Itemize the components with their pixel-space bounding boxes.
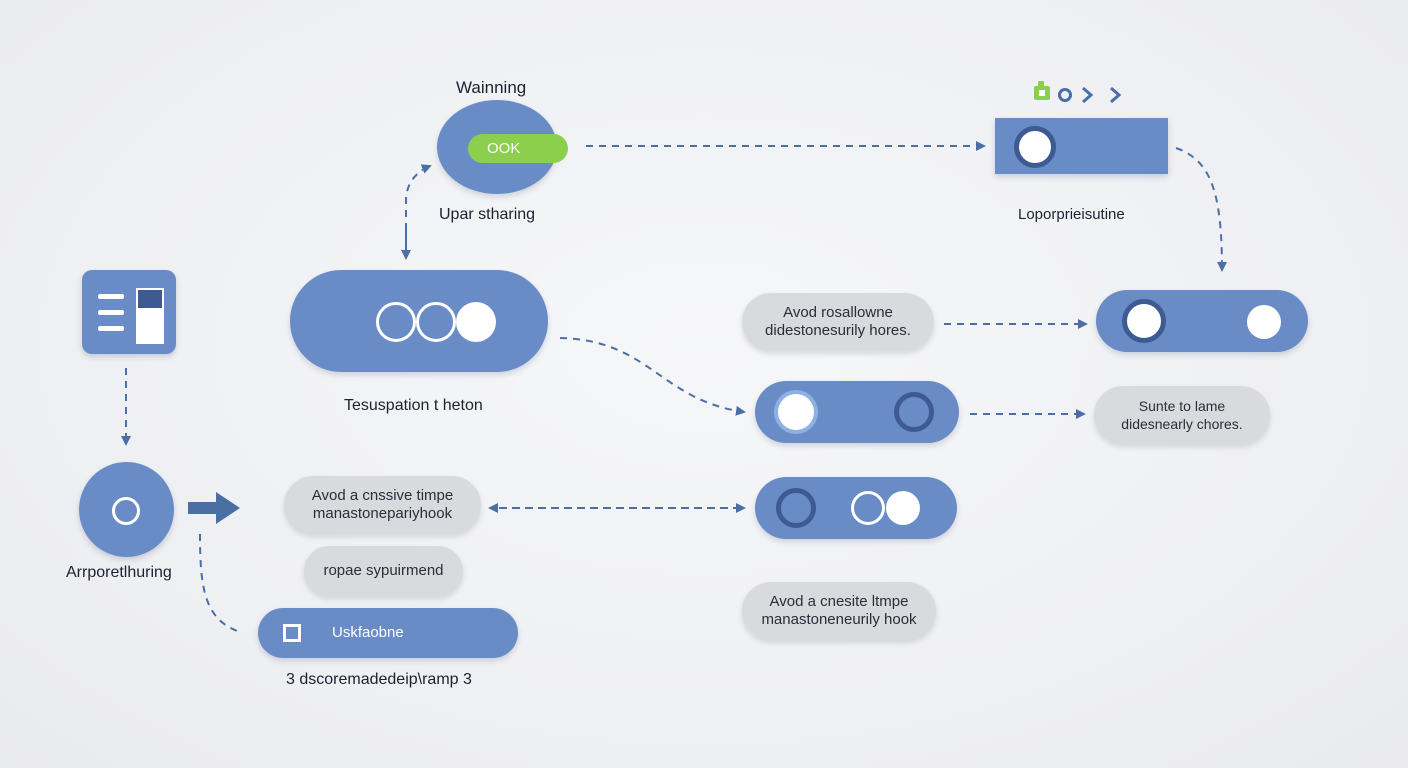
pill-circle-1 bbox=[376, 302, 416, 342]
toggle-low-knob-mid bbox=[851, 491, 885, 525]
chevron-right-icon[interactable] bbox=[1108, 86, 1122, 109]
link-circle-to-checkbox bbox=[199, 533, 241, 633]
note-left-b: ropae sypuirmend bbox=[304, 546, 463, 596]
link-topright-to-pill bbox=[1175, 147, 1227, 272]
pill-circle-3 bbox=[456, 302, 496, 342]
large-node-caption: Tesuspation t heton bbox=[344, 397, 483, 414]
top-right-caption: Loporprieisutine bbox=[1018, 206, 1125, 223]
radio-dot[interactable] bbox=[1014, 126, 1056, 168]
bottom-caption: 3 dscoremadedeip\ramp 3 bbox=[286, 671, 472, 688]
circle-node-caption: Arrporetlhuring bbox=[66, 564, 172, 581]
checkbox-button[interactable] bbox=[258, 608, 518, 658]
pill-circle-2 bbox=[416, 302, 456, 342]
circle-node-ring bbox=[112, 497, 140, 525]
toggle-top-knob-right bbox=[1247, 305, 1281, 339]
circle-icon bbox=[1058, 88, 1072, 102]
toggle-low-knob-right[interactable] bbox=[886, 491, 920, 525]
warning-title: Wainning bbox=[456, 78, 527, 97]
toggle-low-knob-left bbox=[776, 488, 816, 528]
toggle-mid-knob-right bbox=[894, 392, 934, 432]
checkbox-button-label: Uskfaobne bbox=[332, 624, 404, 641]
thick-right-arrow bbox=[188, 492, 240, 524]
toggle-mid-knob-left[interactable] bbox=[778, 394, 814, 430]
chevron-right-icon[interactable] bbox=[1080, 86, 1094, 109]
toggle-top-knob-left[interactable] bbox=[1122, 299, 1166, 343]
link-top-large bbox=[405, 164, 432, 256]
lock-icon bbox=[1034, 80, 1050, 102]
checkbox-icon[interactable] bbox=[283, 624, 301, 642]
list-panel-icon[interactable] bbox=[82, 270, 176, 354]
link-large-to-toggle bbox=[559, 337, 746, 416]
ok-button[interactable]: OOK bbox=[468, 134, 568, 163]
top-node-caption: Upar stharing bbox=[439, 206, 536, 223]
